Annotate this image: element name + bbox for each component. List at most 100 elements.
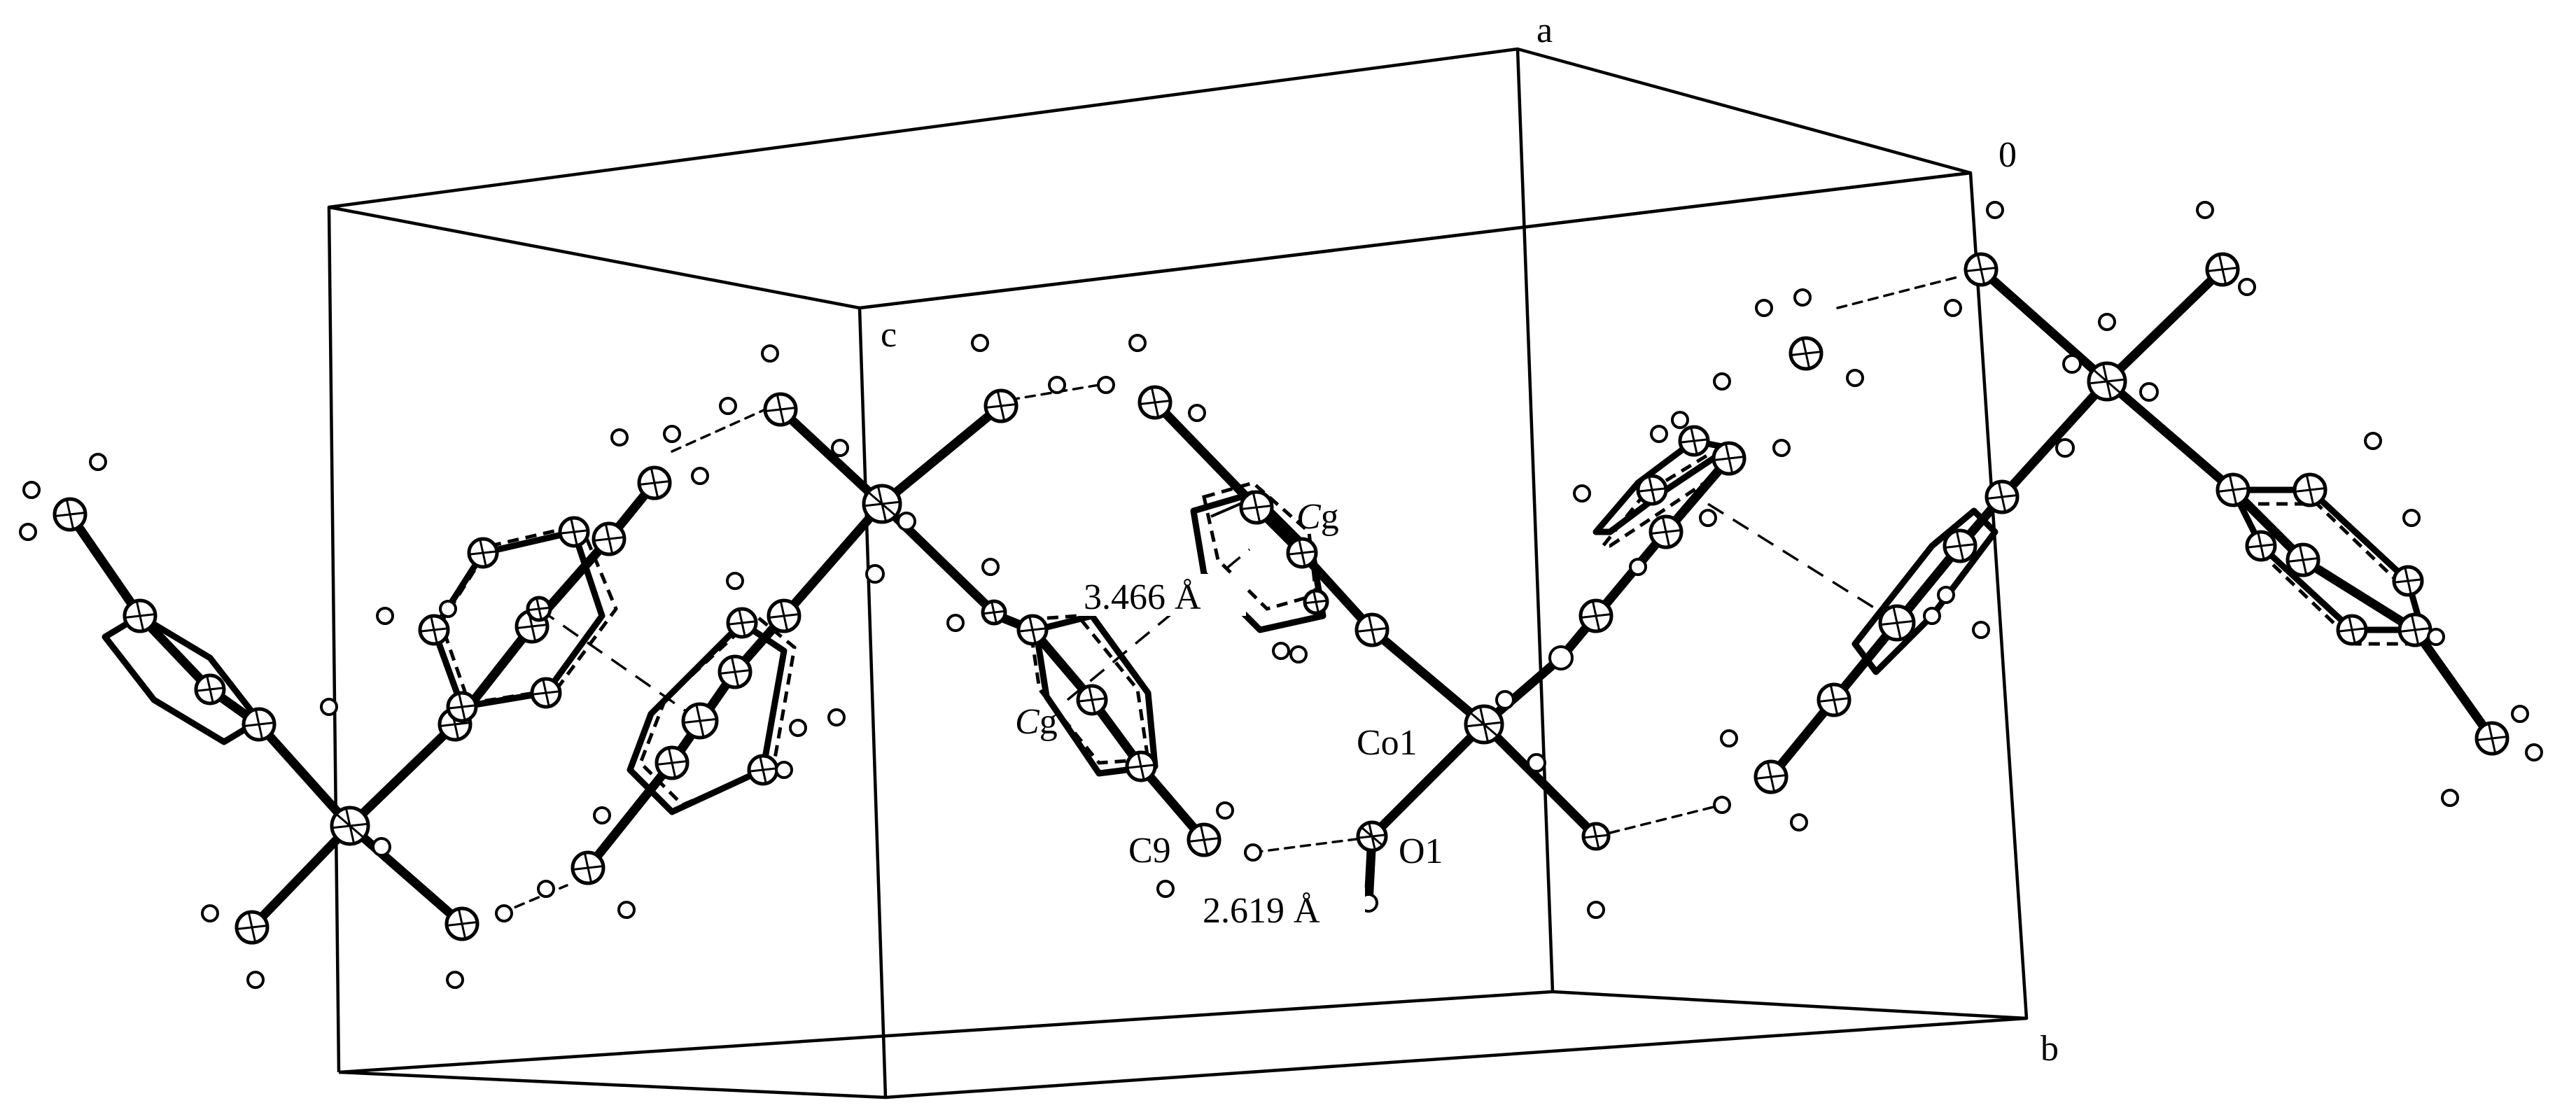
stacking-line-left <box>538 607 701 722</box>
hydrogen-atom <box>1629 558 1647 576</box>
hydrogen-atom <box>1216 801 1234 820</box>
hydrogen-atom <box>789 719 807 737</box>
carbon-atom <box>570 850 606 885</box>
hydrogen-atom <box>1097 376 1115 394</box>
hydrogen-atom <box>439 600 457 618</box>
carbon-atom <box>467 537 499 569</box>
cobalt-atom <box>2087 361 2127 402</box>
carbon-atom <box>2245 530 2277 562</box>
carbon-atom <box>681 702 719 740</box>
hbond-right-1 <box>1836 275 1961 309</box>
carbon-atom <box>2474 721 2510 756</box>
carbon-atom <box>2392 565 2424 597</box>
carbon-atom <box>1636 474 1668 506</box>
hydrogen-atom <box>831 439 849 457</box>
axis-label-b: b <box>2040 1029 2059 1069</box>
hydrogen-atom <box>1720 729 1738 747</box>
labels: a 0 b c Co1 O1 C9 Cg Cg 3.466 Å 2.619 Å <box>881 10 2059 1069</box>
carbon-atom <box>2336 614 2368 646</box>
carbon-atom <box>444 906 479 941</box>
hydrogen-atom <box>1923 607 1941 625</box>
hydrogen-atom <box>89 453 107 471</box>
hydrogen-atom <box>1944 299 1962 317</box>
hydrogen-atom <box>1156 880 1175 898</box>
axis-label-a: a <box>1536 10 1553 50</box>
carbon-atom <box>1286 537 1318 569</box>
hydrogen-atom <box>946 614 965 632</box>
hydrogen-atom <box>1495 690 1515 710</box>
hbond-left-3 <box>499 884 568 915</box>
hydrogen-atom <box>617 901 636 919</box>
hydrogen-atom <box>2364 432 2382 450</box>
carbon-atom <box>1125 750 1157 782</box>
hydrogen-atom <box>981 558 1000 576</box>
carbon-atom <box>418 614 450 646</box>
carbon-atom <box>981 599 1007 626</box>
hydrogen-atom <box>1986 201 2004 219</box>
hydrogen-atom <box>2238 278 2256 296</box>
hbond-left-1 <box>671 406 771 453</box>
hydrogen-atom <box>1048 376 1066 394</box>
hbond-right-2 <box>1609 803 1723 834</box>
carbon-atom <box>1963 252 1998 287</box>
hydrogen-atom <box>1587 901 1605 919</box>
hydrogen-atom <box>1755 299 1773 317</box>
hydrogen-atom <box>320 698 338 716</box>
hydrogen-atom <box>201 904 219 922</box>
hydrogen-atom <box>246 971 265 989</box>
hydrogen-atom <box>2525 743 2543 761</box>
carbon-atom <box>1581 822 1611 851</box>
carbon-atom <box>2292 472 2328 507</box>
carbon-atom <box>234 910 270 945</box>
cobalt-atom <box>862 484 902 524</box>
carbon-atom <box>763 392 798 427</box>
carbon-atom <box>446 691 478 723</box>
carbon-atom <box>2398 612 2432 647</box>
carbon-atom <box>1138 385 1172 420</box>
carbon-atom <box>122 598 158 633</box>
hydrogen-atom <box>372 837 391 857</box>
cell-edge-back-vertical <box>1516 48 1555 992</box>
carbon-atom <box>1788 336 1823 371</box>
hydrogen-atom <box>827 708 846 726</box>
hydrogen-atom <box>865 564 885 584</box>
hydrogen-atom <box>1128 334 1147 352</box>
hydrogen-atom <box>2062 354 2082 374</box>
interactions <box>499 275 1961 915</box>
carbon-atom <box>2205 252 2240 287</box>
hydrogen-atom <box>2441 789 2459 807</box>
cobalt-atom <box>1464 704 1504 745</box>
hydrogen-atom <box>495 904 513 922</box>
axis-label-c: c <box>881 315 897 355</box>
distance-label-hbond: 2.619 Å <box>1203 891 1320 931</box>
hydrogen-atom <box>2196 201 2214 219</box>
atom-label-co1: Co1 <box>1357 723 1418 763</box>
hydrogen-atom <box>1244 843 1262 862</box>
carbon-atom <box>2286 542 2320 577</box>
hydrogen-atom <box>2098 313 2116 331</box>
cell-edge-bottom-left <box>338 1070 886 1100</box>
carbon-atom <box>241 707 276 742</box>
hydrogen-atom <box>537 880 555 898</box>
hydrogen-atom <box>1772 439 1791 457</box>
carbon-atom <box>592 521 626 556</box>
hydrogen-atom <box>1527 753 1546 773</box>
carbon-atom <box>1578 598 1614 633</box>
carbon-atom <box>637 465 672 500</box>
carbon-atom <box>1354 612 1390 647</box>
carbon-atom <box>1942 528 1977 563</box>
stacking-line-right <box>1707 503 1905 628</box>
carbon-atom <box>654 745 690 780</box>
hydrogen-atom <box>22 481 41 499</box>
hydrogen-atom <box>775 761 793 779</box>
hydrogen-atom <box>1713 796 1731 814</box>
carbon-atom <box>766 598 802 633</box>
hydrogen-atom <box>1937 586 1955 604</box>
carbon-atom <box>718 654 752 689</box>
hydrogen-atom <box>1188 404 1206 422</box>
hydrogen-atom <box>691 467 709 485</box>
carbon-atom <box>1076 684 1108 716</box>
hbond-c9-o1 <box>1252 837 1363 854</box>
bonds <box>65 265 2497 932</box>
carbon-atom <box>1648 514 1684 549</box>
